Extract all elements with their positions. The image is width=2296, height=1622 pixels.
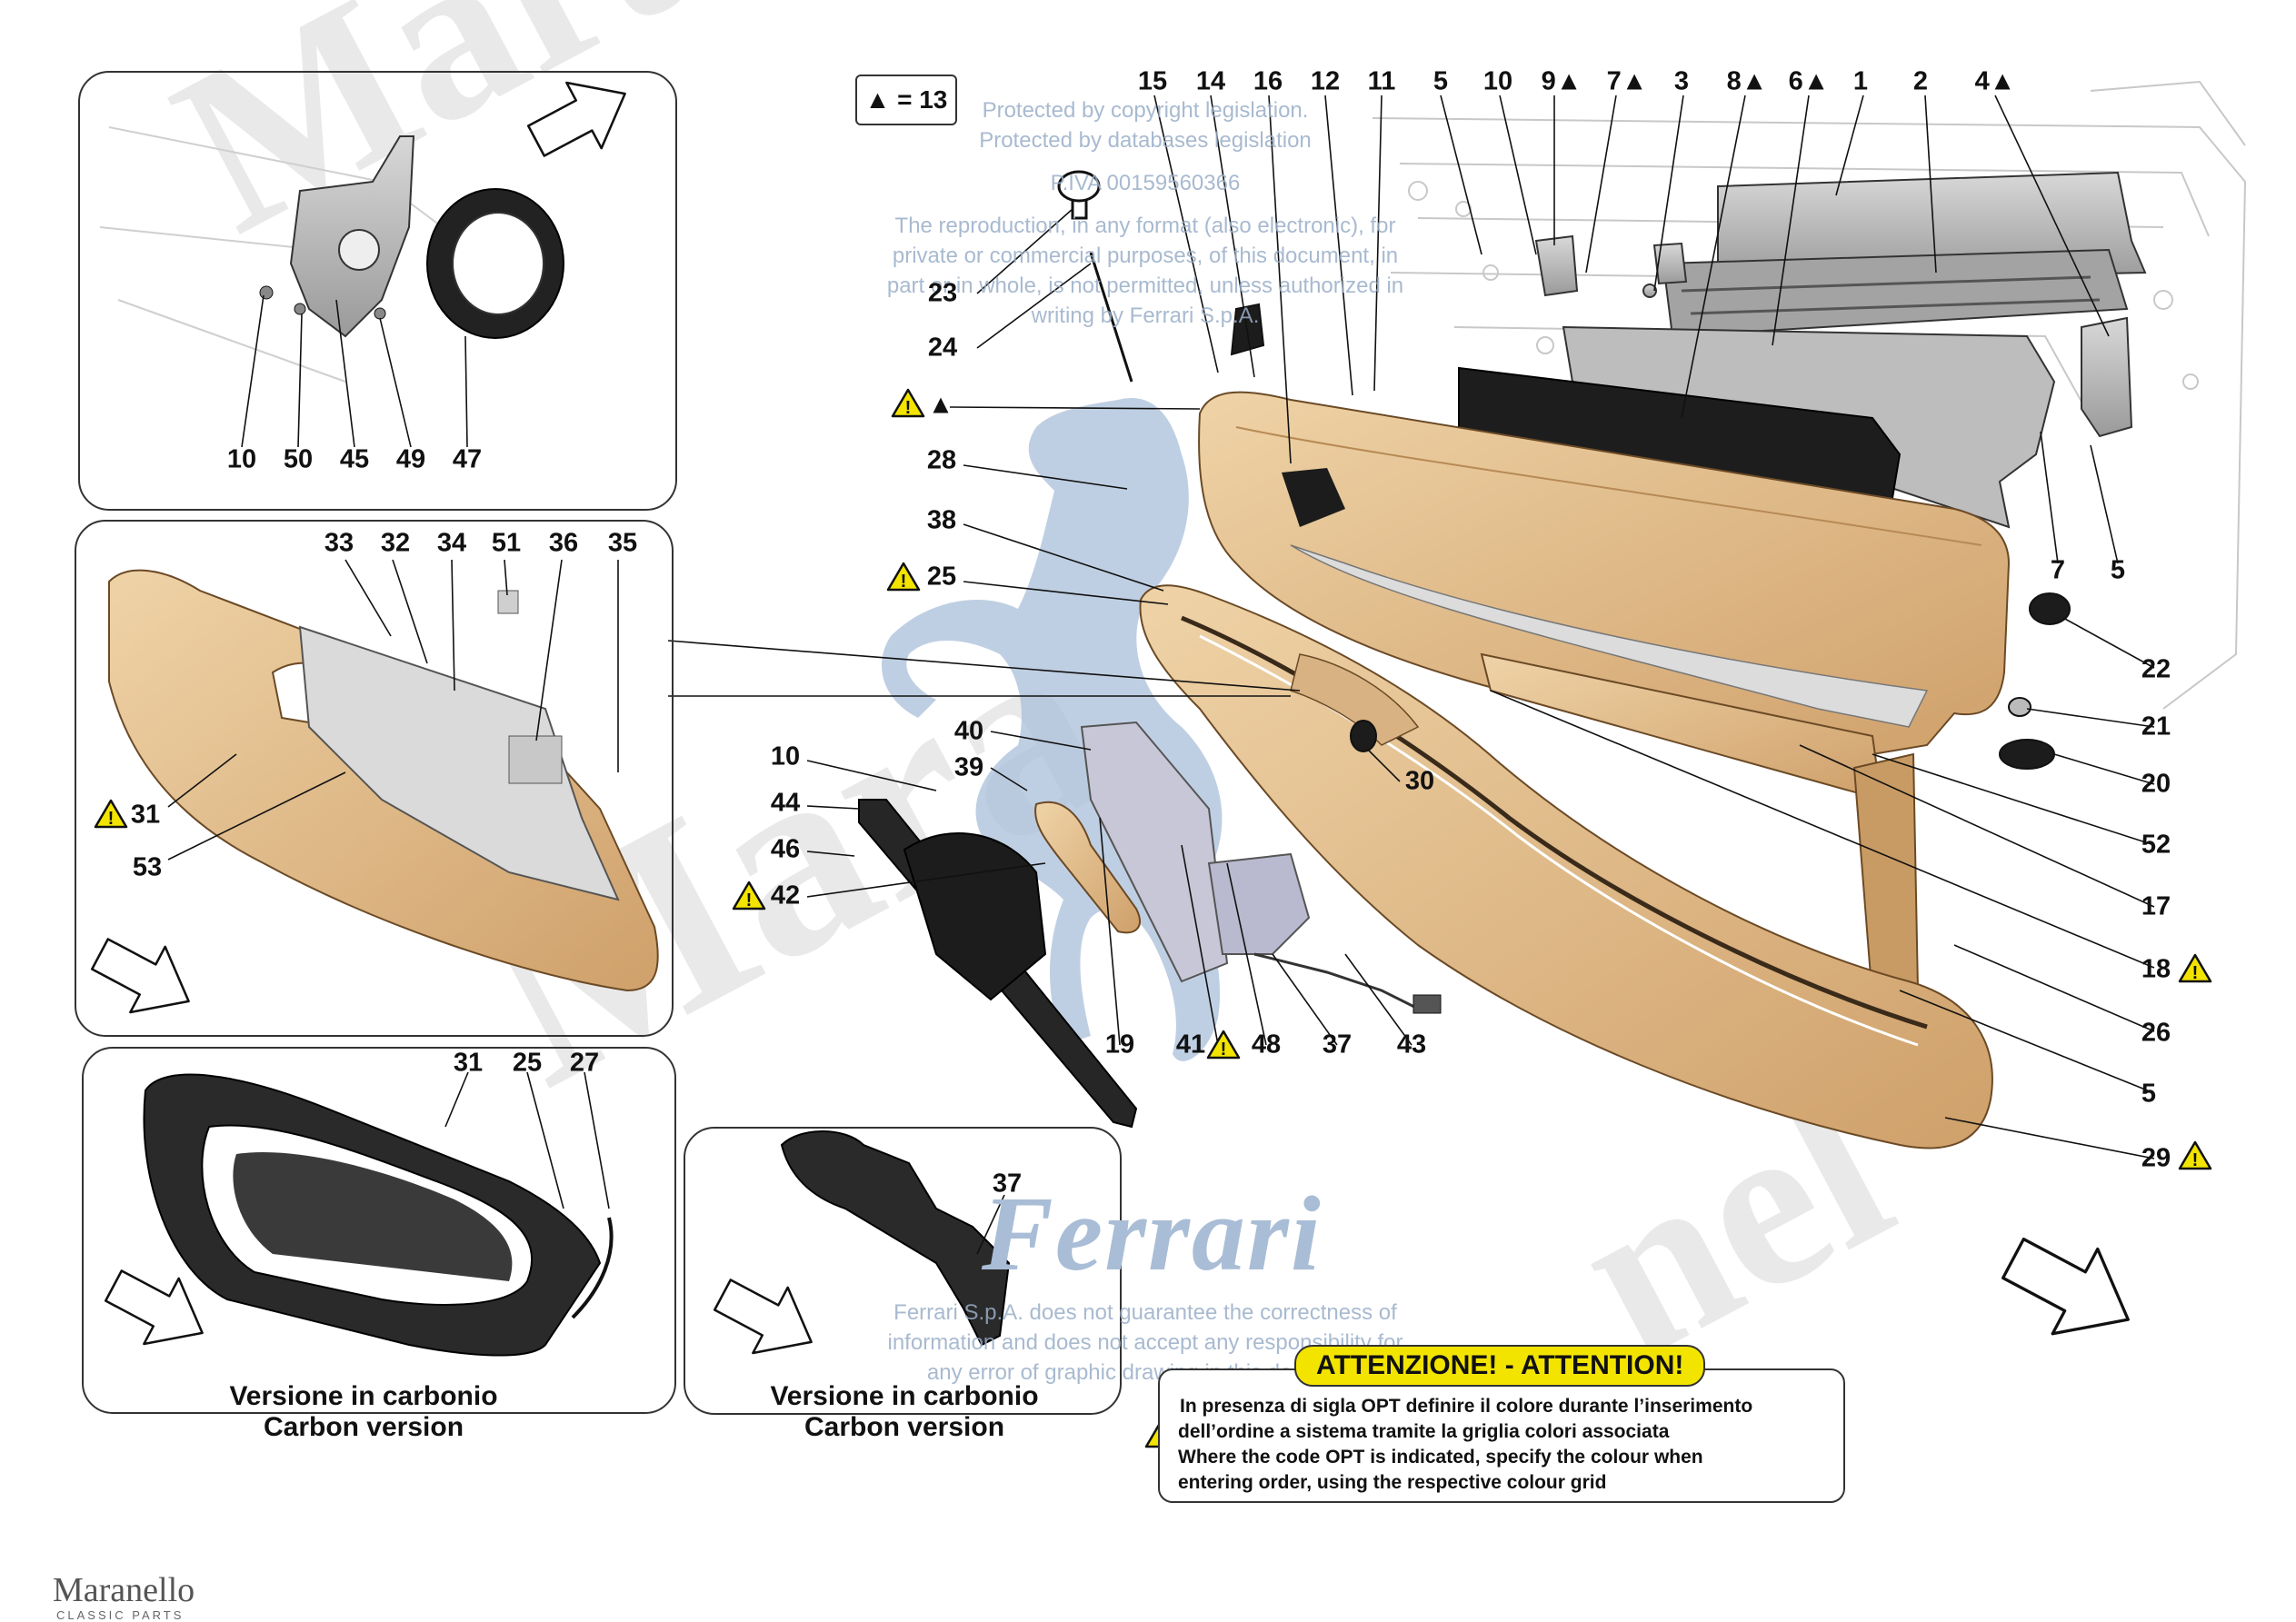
callout-label: 25 bbox=[512, 1048, 543, 1078]
callout-label: ▲ bbox=[927, 390, 954, 420]
callout-label: 7 bbox=[2050, 555, 2066, 585]
callout-label: 21 bbox=[2141, 711, 2171, 741]
callout-label: 50 bbox=[283, 444, 314, 474]
callout-label: 41 bbox=[1175, 1030, 1206, 1060]
callout-label: 2 bbox=[1912, 66, 1929, 96]
inset-2-frame bbox=[75, 520, 674, 1037]
callout-label: 19 bbox=[1104, 1030, 1135, 1060]
callout-label: 24 bbox=[927, 333, 958, 363]
callout-label: 44 bbox=[770, 788, 801, 818]
callout-label: 9▲ bbox=[1541, 66, 1582, 96]
callout-label: 18 bbox=[2141, 954, 2171, 984]
inset-4-caption: Versione in carbonio Carbon version bbox=[770, 1381, 1039, 1442]
callout-label: 8▲ bbox=[1726, 66, 1768, 96]
callout-label: 27 bbox=[569, 1048, 600, 1078]
inset-4-frame bbox=[684, 1127, 1122, 1415]
attention-box bbox=[1158, 1368, 1845, 1503]
callout-label: 48 bbox=[1251, 1030, 1282, 1060]
inset-3-frame bbox=[82, 1047, 676, 1414]
callout-label: 29 bbox=[2141, 1143, 2171, 1173]
callout-label: 46 bbox=[770, 834, 801, 864]
callout-label: 23 bbox=[927, 278, 958, 308]
callout-label: 51 bbox=[491, 528, 522, 558]
callout-label: 39 bbox=[953, 752, 984, 782]
callout-label: 32 bbox=[380, 528, 411, 558]
legend-marker: ▲ = 13 bbox=[855, 75, 957, 125]
speaker-grille bbox=[858, 799, 1138, 1129]
inset-4-drawing bbox=[704, 1130, 1011, 1377]
direction-arrow-icon bbox=[1989, 1214, 2152, 1364]
door-pull bbox=[1034, 801, 1141, 934]
part-4-bracket bbox=[2081, 316, 2133, 438]
callout-label: 16 bbox=[1253, 66, 1283, 96]
disclaimer-watermark: Ferrari S.p.A. does not guarantee the co… bbox=[887, 1300, 1403, 1385]
attention-line-2: dell’ordine a sistema tramite la griglia… bbox=[1178, 1421, 1670, 1442]
inset-1-frame bbox=[78, 71, 677, 511]
callout-label: 7▲ bbox=[1606, 66, 1648, 96]
callout-label: 10 bbox=[226, 444, 257, 474]
callout-label: 53 bbox=[132, 852, 163, 882]
callout-label: 49 bbox=[395, 444, 426, 474]
ferrari-watermark-word: Ferrari bbox=[982, 1174, 1323, 1293]
callout-label: 31 bbox=[453, 1048, 484, 1078]
callout-label: 37 bbox=[1322, 1030, 1353, 1060]
callout-label: 22 bbox=[2141, 654, 2171, 684]
callout-label: 12 bbox=[1310, 66, 1341, 96]
small-brackets bbox=[1534, 234, 1688, 298]
callout-label: 11 bbox=[1367, 66, 1396, 96]
callout-label: 43 bbox=[1396, 1030, 1427, 1060]
callout-label: 36 bbox=[548, 528, 579, 558]
callout-label: 52 bbox=[2141, 830, 2171, 860]
callout-label: 10 bbox=[1482, 66, 1513, 96]
attention-line-3: Where the code OPT is indicated, specify… bbox=[1178, 1447, 1703, 1468]
attention-line-4: entering order, using the respective col… bbox=[1178, 1472, 1607, 1493]
callout-label: 28 bbox=[926, 445, 957, 475]
callout-label: 5 bbox=[1433, 66, 1449, 96]
callout-label: 5 bbox=[2141, 1079, 2157, 1109]
callout-label: 45 bbox=[339, 444, 370, 474]
callout-label: 14 bbox=[1195, 66, 1226, 96]
callout-label: 4▲ bbox=[1974, 66, 2016, 96]
callout-label: 38 bbox=[926, 505, 957, 535]
copyright-watermark: Protected by copyright legislation. Prot… bbox=[886, 98, 1404, 328]
leader-lines bbox=[667, 95, 2155, 1159]
callout-label: 47 bbox=[452, 444, 483, 474]
callout-label: 42 bbox=[770, 881, 801, 911]
callout-label: 25 bbox=[926, 562, 957, 592]
callout-label: 26 bbox=[2141, 1018, 2171, 1048]
callout-label: 37 bbox=[992, 1169, 1023, 1199]
part-2-channel bbox=[1662, 248, 2129, 338]
prancing-horse-watermark bbox=[882, 398, 1223, 1061]
inset-2-drawing bbox=[81, 559, 659, 1036]
callout-label: 20 bbox=[2141, 769, 2171, 799]
callout-label: 40 bbox=[953, 716, 984, 746]
inset-1-drawing bbox=[99, 59, 644, 448]
inset-3-drawing bbox=[95, 1071, 614, 1368]
handle-bezel bbox=[1080, 721, 1311, 983]
callout-label: 10 bbox=[770, 741, 801, 771]
callout-label: 17 bbox=[2141, 891, 2171, 921]
inset-3-caption: Versione in carbonio Carbon version bbox=[229, 1381, 498, 1442]
callout-label: 1 bbox=[1852, 66, 1869, 96]
callout-label: 3 bbox=[1673, 66, 1690, 96]
callout-label: 31 bbox=[130, 800, 161, 830]
callout-label: 34 bbox=[436, 528, 467, 558]
sill-strips bbox=[1480, 652, 1920, 1001]
callout-label: 6▲ bbox=[1788, 66, 1830, 96]
callout-label: 15 bbox=[1137, 66, 1168, 96]
callout-label: 35 bbox=[607, 528, 638, 558]
callout-label: 30 bbox=[1404, 766, 1435, 796]
grommets bbox=[1230, 303, 2071, 770]
callout-label: 33 bbox=[324, 528, 354, 558]
attention-title: ATTENZIONE! - ATTENTION! bbox=[1294, 1345, 1706, 1387]
callout-label: 5 bbox=[2110, 555, 2126, 585]
wiring-harness bbox=[1253, 952, 1442, 1014]
attention-line-1: In presenza di sigla OPT definire il col… bbox=[1180, 1396, 1753, 1417]
